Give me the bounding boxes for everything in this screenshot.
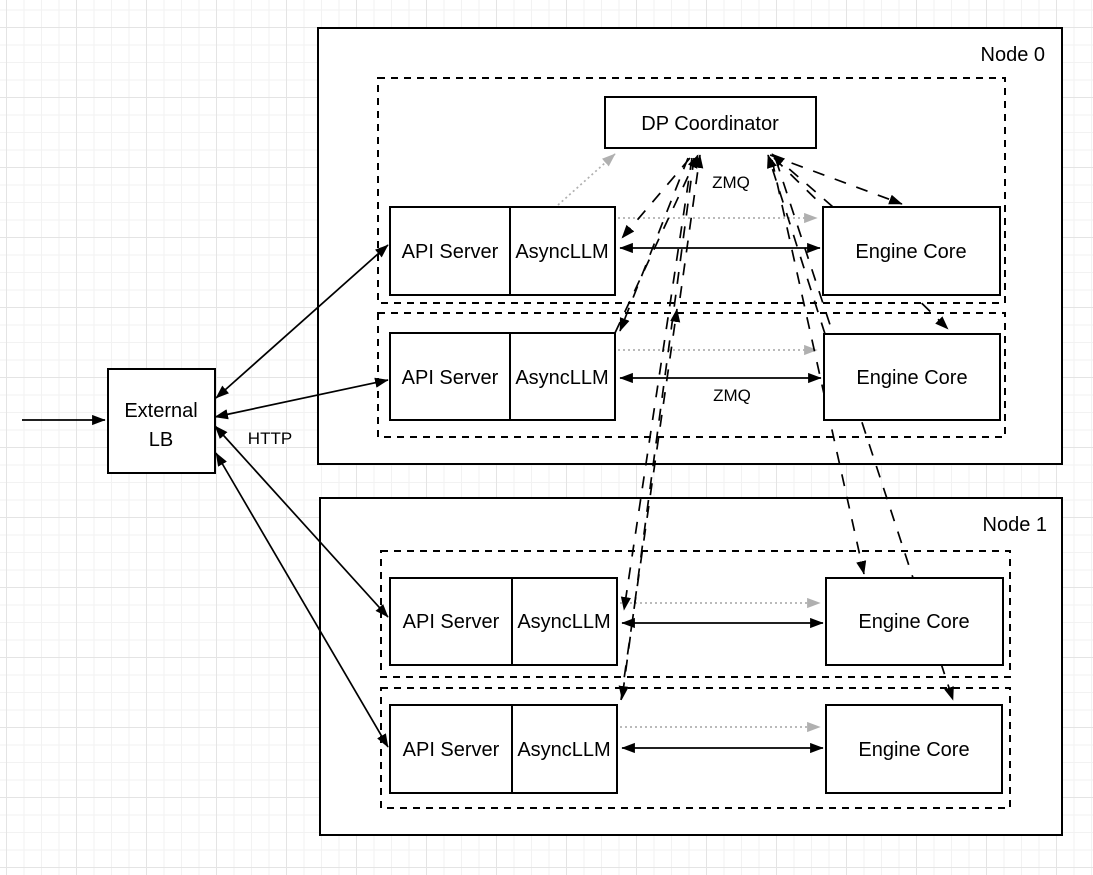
edge-dashed-coordinator-engine-n1r0 bbox=[771, 159, 867, 575]
node0-api-combo-1 bbox=[389, 332, 616, 421]
edge-lb-apiserver-n0r1 bbox=[214, 377, 389, 420]
dp-coordinator-label: DP Coordinator bbox=[641, 113, 779, 135]
node0-label: Node 0 bbox=[981, 44, 1046, 66]
api-asyncllm-box-n1r1 bbox=[389, 704, 618, 794]
api-asyncllm-box-n1r0 bbox=[389, 577, 618, 666]
engine-core-box-n1r0 bbox=[825, 577, 1004, 666]
edge-dashed-engine-coordinator-n0r1 bbox=[767, 154, 826, 335]
node1-label: Node 1 bbox=[983, 514, 1048, 536]
api-server-label-n1r0: API Server bbox=[403, 611, 500, 633]
node0-replica1-dashed-box bbox=[377, 312, 1006, 438]
node1-replica1-dashed-box bbox=[380, 687, 1011, 809]
asyncllm-label-n0r1: AsyncLLM bbox=[515, 367, 608, 389]
engine-core-box-n0r0 bbox=[822, 206, 1001, 296]
node1-api-combo-1 bbox=[389, 704, 618, 794]
asyncllm-label-n0r0: AsyncLLM bbox=[515, 241, 608, 263]
zmq-lower-edge-label: ZMQ bbox=[713, 386, 751, 405]
engine-core-label-n1r0: Engine Core bbox=[858, 611, 969, 633]
engine-core-label-n1r1: Engine Core bbox=[858, 739, 969, 761]
api-server-label-n0r0: API Server bbox=[402, 241, 499, 263]
engine-core-label-n0r0: Engine Core bbox=[855, 241, 966, 263]
http-edge-label: HTTP bbox=[248, 429, 292, 448]
api-asyncllm-box-n0r1 bbox=[389, 332, 616, 421]
edge-dashed-coordinator-asyncllm-n0r0 bbox=[621, 157, 691, 239]
edge-lb-apiserver-n1r1 bbox=[215, 452, 389, 748]
asyncllm-label-n1r0: AsyncLLM bbox=[517, 611, 610, 633]
edge-dashed-asyncllm-coordinator-n0r1 bbox=[614, 154, 699, 334]
external-lb-label-line2: LB bbox=[149, 429, 173, 451]
api-server-label-n1r1: API Server bbox=[403, 739, 500, 761]
external-lb-box bbox=[107, 368, 216, 474]
external-lb-label-line1: External bbox=[124, 400, 197, 422]
node1-api-combo-0 bbox=[389, 577, 618, 666]
edge-dashed-coordinator-engine-n0r0 bbox=[769, 154, 903, 205]
edge-dashed-coordinator-engine-n1r1 bbox=[775, 159, 954, 701]
engine-core-label-n0r1: Engine Core bbox=[856, 367, 967, 389]
engine-core-box-n0r1 bbox=[823, 333, 1001, 421]
node0-api-combo-0 bbox=[389, 206, 616, 296]
edge-dashed-coordinator-asyncllm-n0r1 bbox=[619, 157, 689, 332]
dp-coordinator-box bbox=[604, 96, 817, 149]
edge-dashed-coordinator-asyncllm-n1r0 bbox=[620, 157, 693, 611]
zmq-upper-edge-label: ZMQ bbox=[712, 173, 750, 192]
edge-lb-apiserver-n0r0 bbox=[215, 244, 389, 399]
node0-replica0-dashed-box bbox=[377, 77, 1006, 304]
asyncllm-label-n1r1: AsyncLLM bbox=[517, 739, 610, 761]
edge-dashed-asyncllm-n1-up bbox=[620, 308, 681, 701]
api-server-label-n0r1: API Server bbox=[402, 367, 499, 389]
api-asyncllm-box-n0r0 bbox=[389, 206, 616, 296]
edge-dashed-up-to-coordinator bbox=[679, 154, 704, 299]
engine-core-box-n1r1 bbox=[825, 704, 1003, 794]
